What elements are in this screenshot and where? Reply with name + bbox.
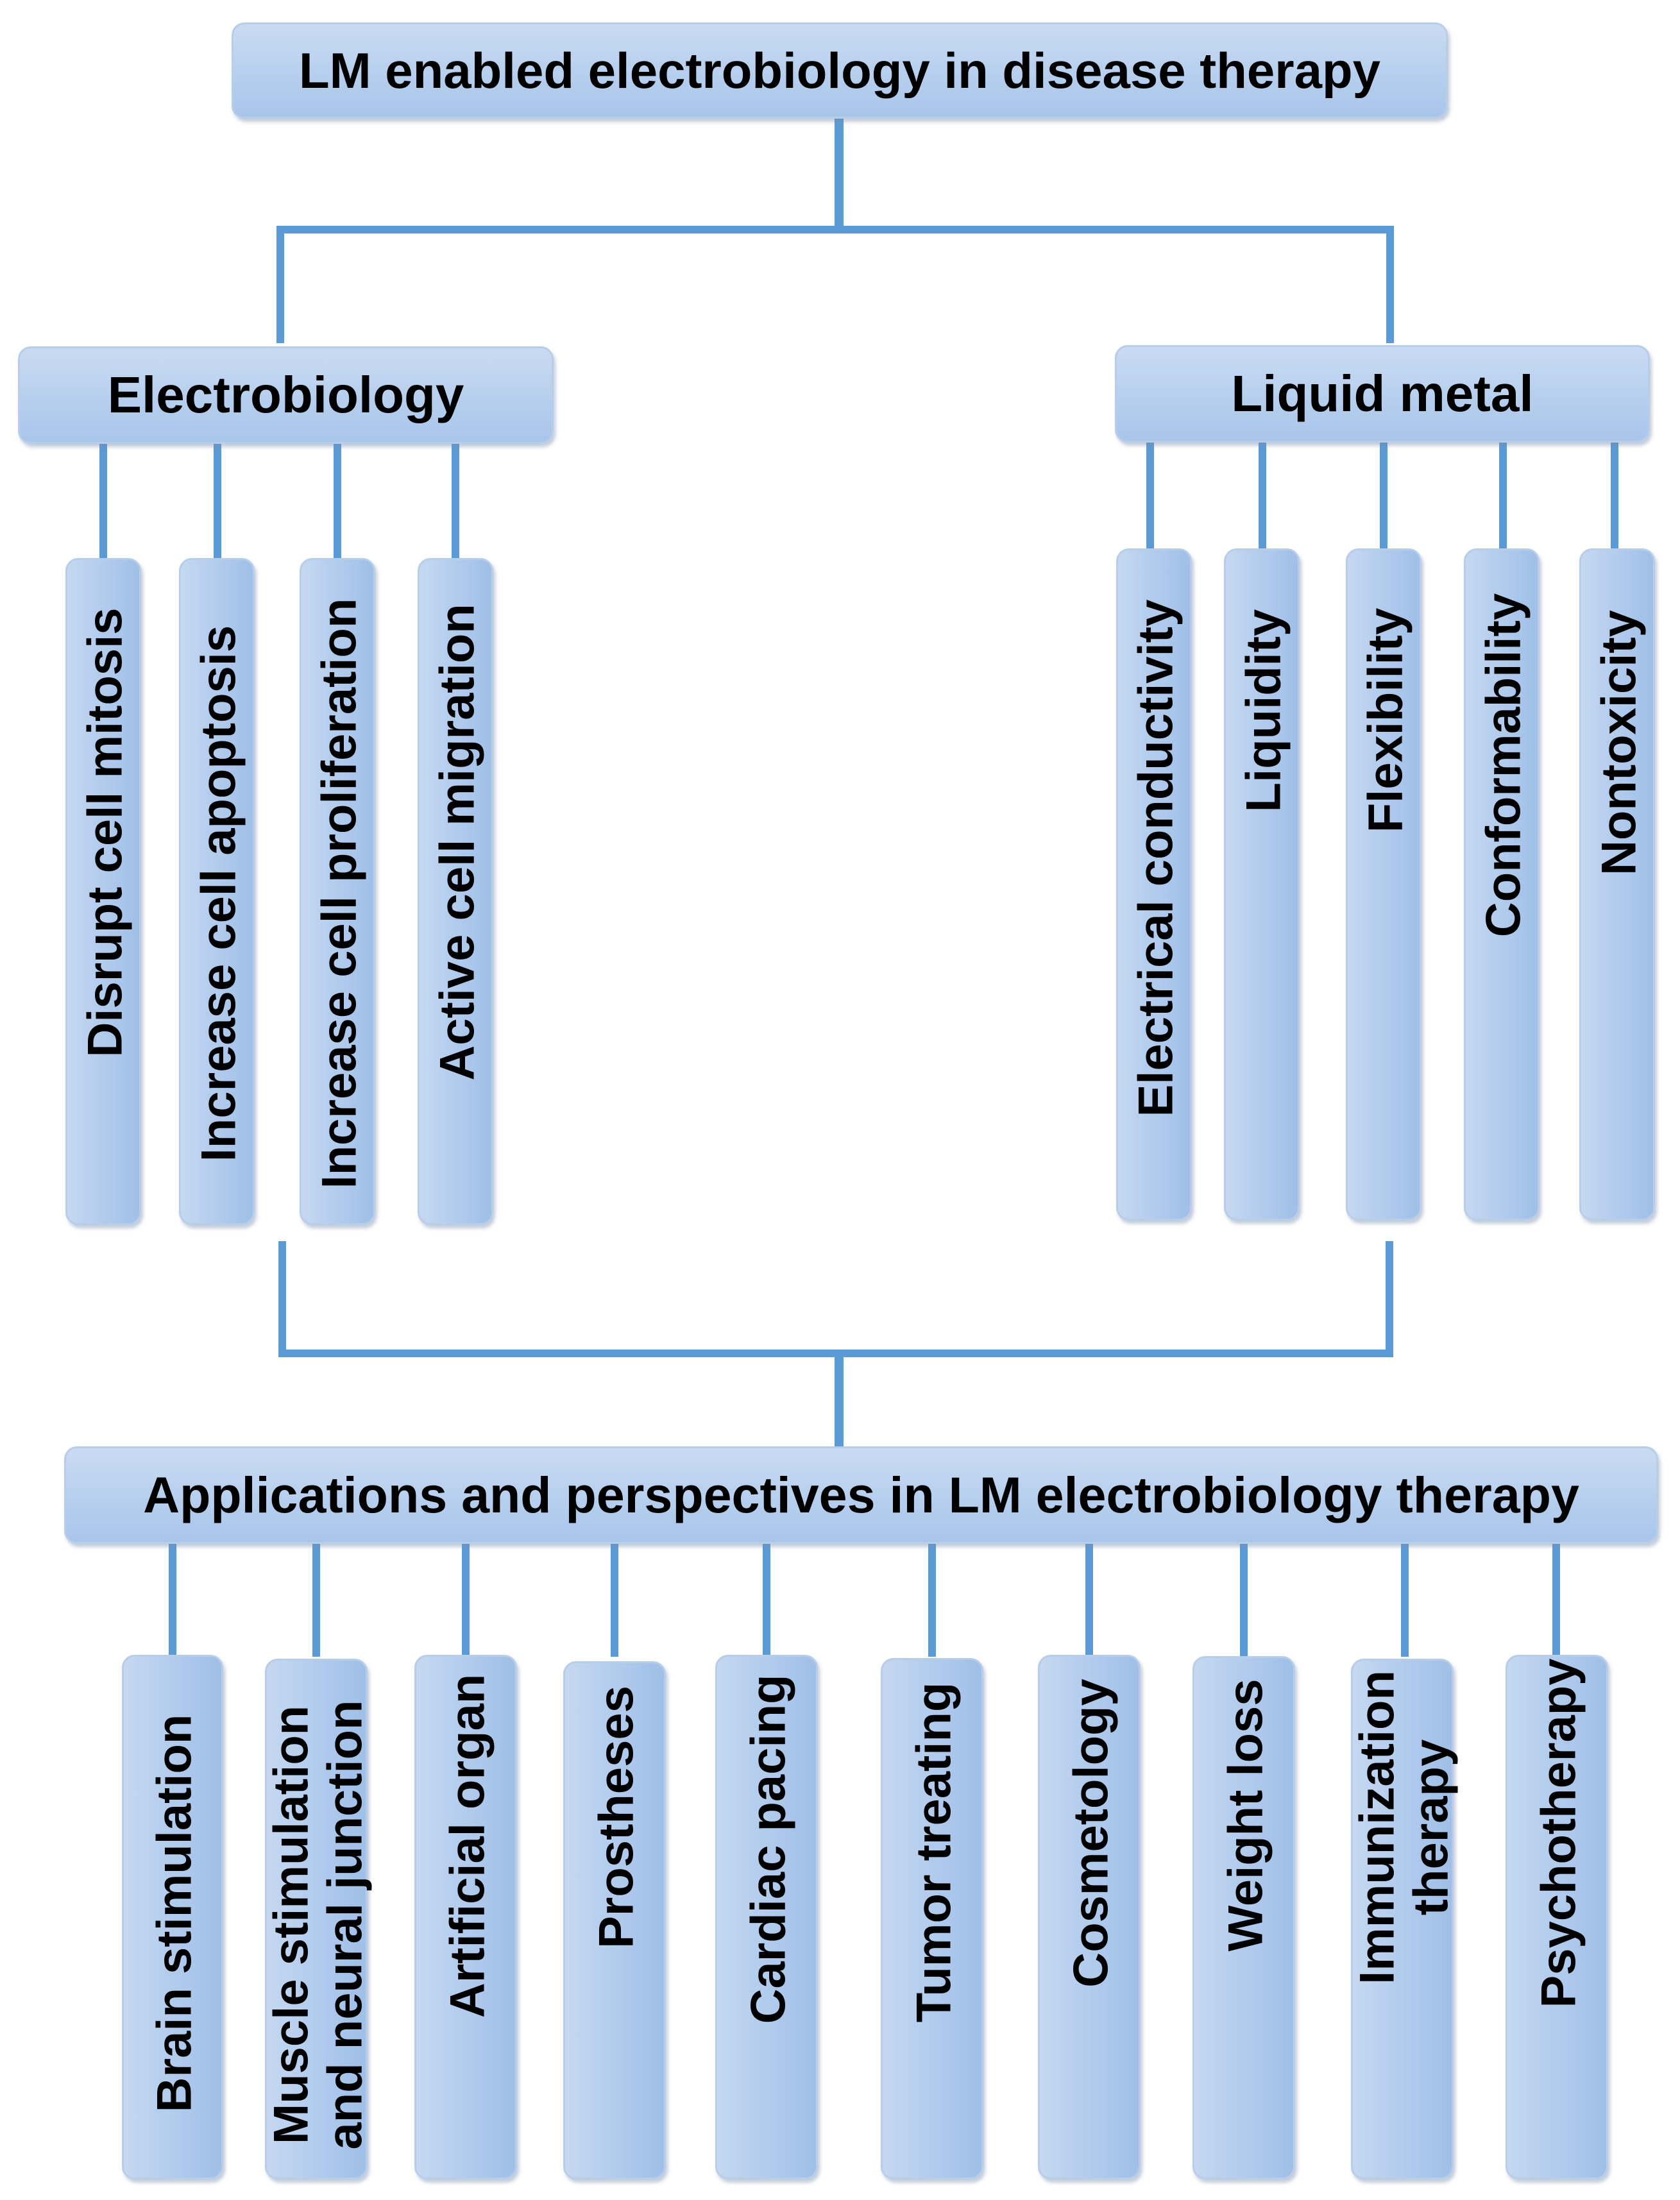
connector-app-4 [611, 1543, 618, 1657]
connector-app-9 [1401, 1543, 1409, 1657]
app-item-label: Psychotherapy [1531, 1658, 1586, 2008]
connector-to-electrobiology [276, 226, 284, 343]
app-item-prostheses: Prostheses [563, 1661, 666, 2179]
electrobiology-node: Electrobiology [18, 346, 554, 444]
app-item-label: Weight loss [1218, 1679, 1273, 1952]
lm-item-liquidity: Liquidity [1224, 548, 1300, 1221]
app-item-label: Muscle stimulation and neural junction [264, 1700, 372, 2150]
app-item-label: Brain stimulation [147, 1714, 202, 2113]
eb-item-active-cell-migration: Active cell migration [418, 558, 493, 1225]
connector-root-down [835, 119, 844, 229]
app-item-psychotherapy: Psychotherapy [1506, 1655, 1608, 2179]
eb-item-increase-cell-proliferation: Increase cell proliferation [300, 558, 375, 1225]
root-node: LM enabled electrobiology in disease the… [232, 22, 1448, 119]
app-item-label: Prostheses [589, 1686, 644, 1949]
connector-lm-5 [1611, 443, 1618, 550]
app-item-cardiac-pacing: Cardiac pacing [715, 1655, 818, 2179]
lm-item-nontoxicity: Nontoxicity [1579, 548, 1655, 1221]
connector-app-3 [462, 1543, 470, 1657]
app-item-label: Artificial organ [440, 1673, 495, 2018]
electrobiology-node-label: Electrobiology [107, 366, 464, 423]
lm-item-label: Nontoxicity [1591, 610, 1647, 876]
lm-item-flexibility: Flexibility [1346, 548, 1421, 1221]
connector-app-2 [312, 1543, 320, 1657]
app-item-label: Immunization therapy [1350, 1670, 1458, 1984]
lm-item-conformability: Conformability [1464, 548, 1540, 1221]
connector-app-6 [928, 1543, 936, 1657]
eb-item-disrupt-cell-mitosis: Disrupt cell mitosis [65, 558, 141, 1225]
lm-item-label: Liquidity [1236, 609, 1291, 813]
connector-app-7 [1085, 1543, 1093, 1657]
connector-to-applications [835, 1353, 844, 1450]
connector-app-10 [1552, 1543, 1560, 1657]
app-item-label-line-1: Muscle stimulation [264, 1705, 319, 2145]
liquid-metal-node: Liquid metal [1115, 345, 1650, 443]
app-item-tumor-treating: Tumor treating [881, 1658, 983, 2179]
app-item-label: Cardiac pacing [741, 1674, 796, 2024]
applications-node-label: Applications and perspectives in LM elec… [143, 1466, 1579, 1523]
connector-app-5 [763, 1543, 770, 1657]
connector-eb-3 [334, 443, 341, 561]
connector-app-8 [1240, 1543, 1248, 1657]
connector-eb-1 [99, 443, 107, 561]
connector-to-liquid-metal [1386, 226, 1394, 343]
lm-item-label: Conformability [1476, 593, 1531, 938]
connector-lm-2 [1259, 443, 1266, 550]
app-item-artificial-organ: Artificial organ [414, 1655, 517, 2179]
applications-node: Applications and perspectives in LM elec… [64, 1446, 1658, 1544]
eb-item-label: Increase cell proliferation [312, 598, 367, 1189]
app-item-label-line-2: therapy [1404, 1739, 1458, 1916]
app-item-muscle-stimulation: Muscle stimulation and neural junction [264, 1659, 372, 2179]
app-item-cosmetology: Cosmetology [1038, 1655, 1141, 2179]
eb-item-label: Active cell migration [430, 604, 485, 1081]
app-item-weight-loss: Weight loss [1192, 1656, 1295, 2179]
eb-item-label: Disrupt cell mitosis [78, 607, 133, 1058]
connector-lm-merge-down [1386, 1241, 1393, 1357]
connector-top-horizontal [280, 226, 1393, 233]
app-item-label-line-2: and neural junction [318, 1700, 372, 2150]
app-item-label-line-1: Immunization [1350, 1670, 1405, 1984]
lm-item-label: Electrical conductivity [1128, 599, 1184, 1117]
root-node-label: LM enabled electrobiology in disease the… [298, 42, 1381, 99]
connector-eb-4 [452, 443, 459, 561]
connector-app-1 [169, 1543, 176, 1657]
app-item-brain-stimulation: Brain stimulation [122, 1655, 223, 2179]
connector-eb-2 [214, 443, 221, 561]
connector-eb-merge-down [278, 1241, 286, 1357]
app-item-immunization-therapy: Immunization therapy [1350, 1659, 1458, 2179]
app-item-label: Tumor treating [906, 1682, 962, 2023]
connector-lm-3 [1380, 443, 1387, 550]
liquid-metal-node-label: Liquid metal [1231, 365, 1534, 422]
eb-item-increase-cell-apoptosis: Increase cell apoptosis [179, 558, 255, 1225]
connector-lm-4 [1499, 443, 1507, 550]
app-item-label: Cosmetology [1064, 1679, 1119, 1988]
lm-item-electrical-conductivity: Electrical conductivity [1116, 548, 1192, 1221]
eb-item-label: Increase cell apoptosis [191, 625, 246, 1162]
connector-lm-1 [1146, 443, 1154, 550]
lm-item-label: Flexibility [1358, 607, 1413, 833]
